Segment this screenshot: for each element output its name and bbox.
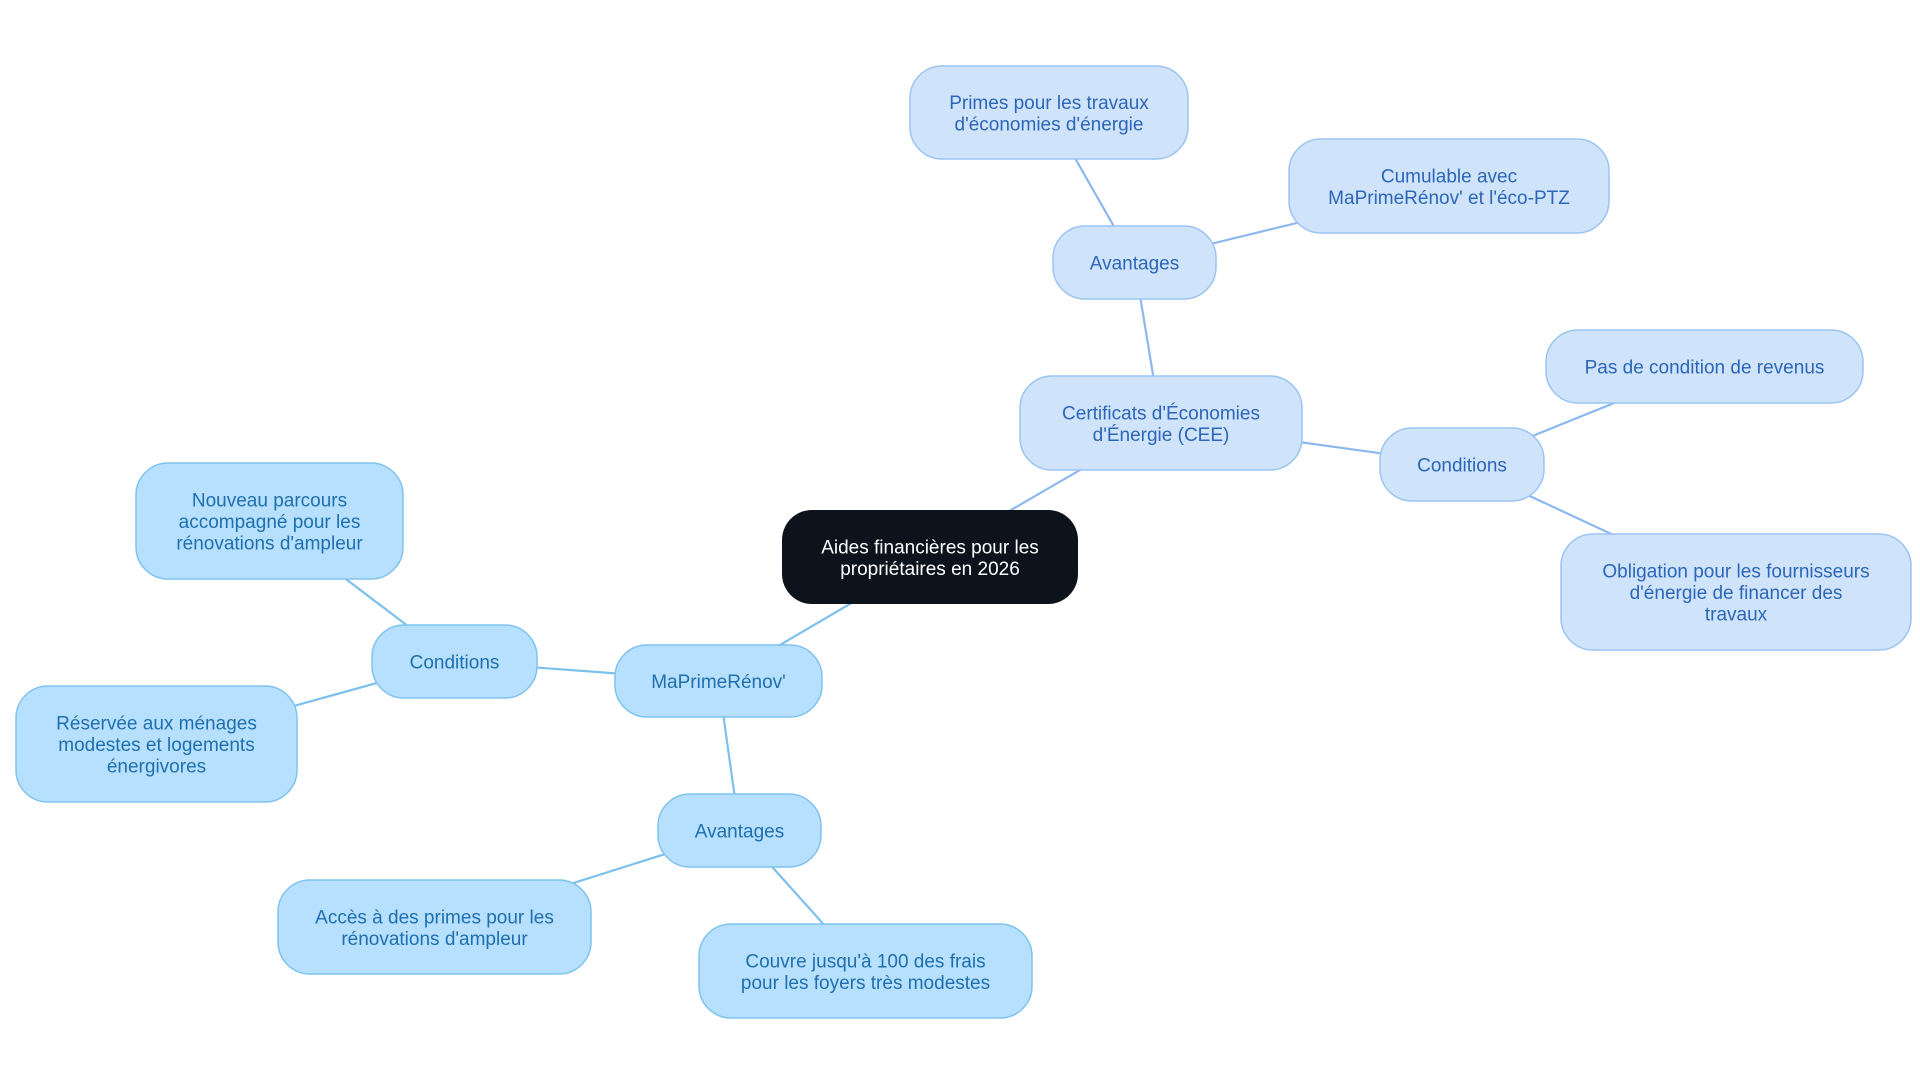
branch-cee-box: [1019, 375, 1303, 471]
branch-maprimerenov-label: MaPrimeRénov': [651, 672, 786, 693]
cee-condition-revenus-box: [1545, 329, 1864, 404]
branch-maprimerenov-box: [614, 644, 823, 718]
cee-avantages-box: [1052, 225, 1217, 300]
maprimerenov-avantage-couverture-box: [698, 923, 1033, 1019]
cee-conditions: Conditions: [1379, 427, 1545, 502]
maprimerenov-conditions-box: [371, 624, 538, 699]
root-node-box: [782, 510, 1078, 604]
cee-condition-obligation-box: [1560, 533, 1912, 651]
maprimerenov-avantages: Avantages: [657, 793, 822, 868]
cee-avantages: Avantages: [1052, 225, 1217, 300]
cee-avantages-label: Avantages: [1090, 254, 1179, 275]
cee-conditions-label: Conditions: [1417, 456, 1507, 477]
branch-maprimerenov: MaPrimeRénov': [614, 644, 823, 718]
maprimerenov-avantages-label: Avantages: [695, 822, 784, 843]
maprimerenov-condition-menages-box: [15, 685, 298, 803]
cee-condition-revenus-label: Pas de condition de revenus: [1585, 358, 1825, 379]
maprimerenov-condition-parcours-box: [135, 462, 404, 580]
maprimerenov-conditions-label: Conditions: [410, 653, 500, 674]
cee-avantage-primes-box: [909, 65, 1189, 160]
maprimerenov-avantages-box: [657, 793, 822, 868]
cee-condition-revenus: Pas de condition de revenus: [1545, 329, 1864, 404]
cee-conditions-box: [1379, 427, 1545, 502]
maprimerenov-conditions: Conditions: [371, 624, 538, 699]
maprimerenov-avantage-primes-box: [277, 879, 592, 975]
cee-avantage-cumulable-box: [1288, 138, 1610, 234]
